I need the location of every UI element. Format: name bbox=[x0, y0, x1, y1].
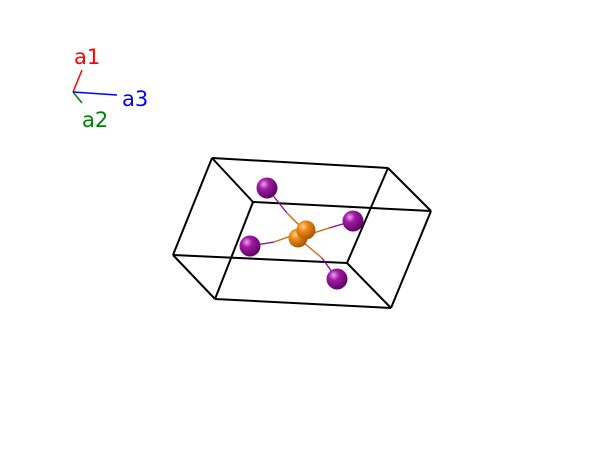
axis-a1-label: a1 bbox=[74, 45, 100, 69]
purple-atom[interactable] bbox=[256, 177, 278, 199]
axis-a2-line bbox=[72, 91, 83, 104]
cell-edge bbox=[172, 254, 348, 264]
cell-edge bbox=[252, 201, 432, 212]
purple-atom[interactable] bbox=[342, 210, 364, 232]
purple-atom[interactable] bbox=[326, 268, 348, 290]
cell-edge bbox=[172, 157, 213, 256]
orange-atom[interactable] bbox=[296, 220, 316, 240]
cell-edge bbox=[346, 167, 389, 264]
cell-edge bbox=[211, 157, 389, 169]
cell-edge bbox=[172, 254, 216, 300]
unit-cell bbox=[172, 157, 432, 309]
cell-edge bbox=[346, 262, 392, 309]
cell-edge bbox=[214, 201, 254, 300]
purple-atom[interactable] bbox=[239, 235, 261, 257]
atoms bbox=[239, 177, 364, 290]
axis-a1-line bbox=[72, 69, 83, 93]
axis-a3-line bbox=[72, 91, 118, 96]
cell-edge bbox=[214, 298, 392, 309]
cell-edge bbox=[387, 167, 432, 212]
axis-indicator: a1 a2 a3 bbox=[72, 45, 148, 132]
cell-edge bbox=[211, 157, 254, 203]
axis-a3-label: a3 bbox=[122, 87, 148, 111]
cell-edge bbox=[390, 210, 432, 309]
axis-a2-label: a2 bbox=[82, 108, 108, 132]
